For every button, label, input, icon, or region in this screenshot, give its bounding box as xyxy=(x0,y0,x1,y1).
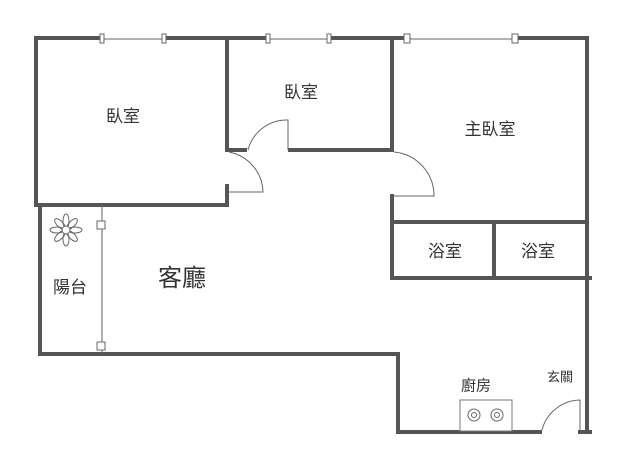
room-label-living-room: 客廳 xyxy=(158,264,206,292)
flower-icon xyxy=(49,213,83,247)
door-bedroom-left xyxy=(228,151,264,193)
room-label-bedroom-left: 臥室 xyxy=(106,107,140,127)
room-label-bathroom-left: 浴室 xyxy=(428,242,462,262)
room-label-bedroom-middle: 臥室 xyxy=(284,83,318,103)
door-entrance xyxy=(541,399,581,431)
stove-icon xyxy=(459,399,513,432)
room-label-master-bedroom: 主臥室 xyxy=(465,120,516,140)
walls xyxy=(34,36,592,434)
room-label-balcony: 陽台 xyxy=(53,278,87,298)
windows xyxy=(96,33,519,354)
door-bedroom-middle xyxy=(247,119,289,151)
room-label-kitchen: 廚房 xyxy=(461,377,491,395)
room-label-bathroom-right: 浴室 xyxy=(521,242,555,262)
doors xyxy=(228,119,581,431)
door-master-bedroom xyxy=(393,151,435,197)
room-label-entrance: 玄關 xyxy=(547,371,573,386)
